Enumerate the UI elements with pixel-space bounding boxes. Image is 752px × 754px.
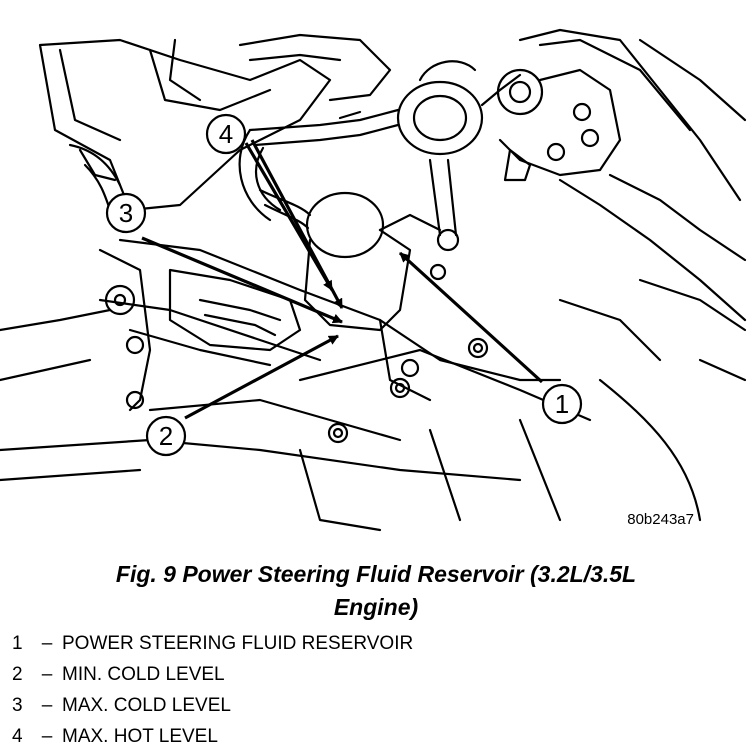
figure-id-label: 80b243a7 xyxy=(627,511,694,528)
legend-number: 4 xyxy=(12,726,23,747)
engine-line-drawing: 1 2 3 4 80b243a7 xyxy=(0,28,747,532)
caption-line-2: Engine) xyxy=(333,594,419,620)
figure-caption: Fig. 9 Power Steering Fluid Reservoir (3… xyxy=(0,558,752,624)
legend-list: 1–POWER STEERING FLUID RESERVOIR 2–MIN. … xyxy=(12,628,732,752)
legend-item: 4–MAX. HOT LEVEL xyxy=(12,721,732,752)
legend-text: MIN. COLD LEVEL xyxy=(62,664,225,685)
legend-dash: – xyxy=(41,664,53,685)
legend-item: 1–POWER STEERING FLUID RESERVOIR xyxy=(12,628,732,659)
callout-leaders xyxy=(141,139,544,420)
legend-item: 3–MAX. COLD LEVEL xyxy=(12,690,732,721)
callout-1: 1 xyxy=(541,383,583,425)
svg-text:4: 4 xyxy=(219,119,233,149)
legend-dash: – xyxy=(41,695,53,716)
svg-text:3: 3 xyxy=(119,198,133,228)
legend-number: 2 xyxy=(12,664,23,685)
engine-linework xyxy=(0,28,747,532)
legend-text: MAX. HOT LEVEL xyxy=(62,726,218,747)
svg-text:1: 1 xyxy=(555,389,569,419)
legend-item: 2–MIN. COLD LEVEL xyxy=(12,659,732,690)
legend-text: MAX. COLD LEVEL xyxy=(62,695,231,716)
leader-arrow-4b xyxy=(250,139,344,309)
leader-arrow-3 xyxy=(141,236,343,324)
callout-4: 4 xyxy=(205,113,247,155)
callout-2: 2 xyxy=(145,415,187,457)
legend-dash: – xyxy=(41,726,53,747)
svg-text:2: 2 xyxy=(159,421,173,451)
caption-line-1: Fig. 9 Power Steering Fluid Reservoir (3… xyxy=(115,561,637,587)
legend-dash: – xyxy=(41,633,53,654)
legend-number: 3 xyxy=(12,695,23,716)
legend-number: 1 xyxy=(12,633,23,654)
engine-illustration: 1 2 3 4 80b243a7 xyxy=(0,28,747,532)
legend-text: POWER STEERING FLUID RESERVOIR xyxy=(62,633,414,654)
leader-arrow-2 xyxy=(184,334,339,420)
leader-arrow-1 xyxy=(398,251,544,384)
callout-3: 3 xyxy=(105,192,147,234)
